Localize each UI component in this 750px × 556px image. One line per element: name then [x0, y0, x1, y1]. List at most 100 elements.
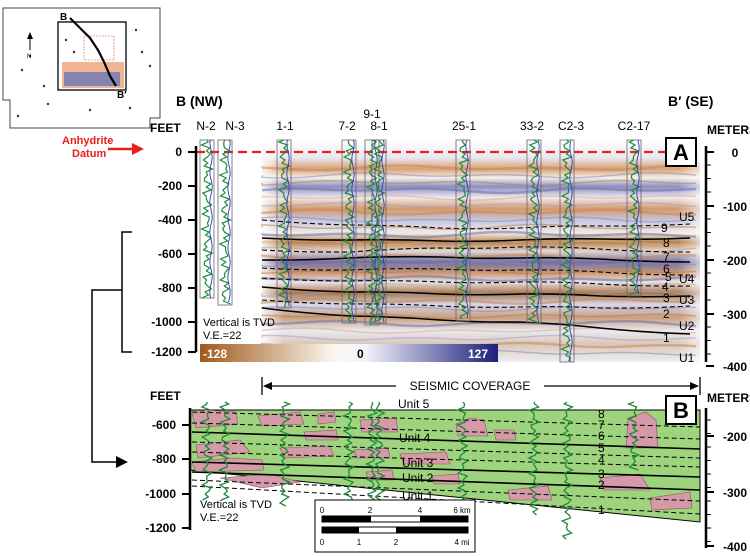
svg-text:B: B	[673, 398, 689, 423]
meter-tick-label-a: 0	[732, 146, 739, 160]
panel-a-note-line2: V.E.=22	[203, 330, 241, 342]
seismic-reflector	[261, 313, 697, 320]
horizon-number-a: 8	[663, 236, 670, 250]
seismic-reflector	[261, 305, 697, 313]
north-arrow-icon: N	[27, 32, 33, 60]
horizon-line-a	[261, 255, 691, 263]
well-label: N-2	[196, 119, 216, 133]
horizon-line-b	[191, 471, 701, 491]
seismic-reflector	[261, 290, 697, 297]
well-log-b	[526, 401, 541, 516]
well-label: C2-3	[558, 119, 584, 133]
meter-tick-label-b: -300	[723, 486, 747, 500]
north-label: N	[27, 54, 31, 60]
panel-a-note-line1: Vertical is TVD	[203, 317, 275, 329]
horizon-number-b: 4	[598, 453, 605, 467]
feet-tick-label-a: 0	[175, 145, 182, 159]
scale-mi-label: 2	[394, 538, 399, 547]
meter-tick-label-a: -300	[723, 308, 747, 322]
sand-bodies	[191, 409, 693, 511]
inset-map: N B B′	[2, 7, 161, 129]
sand-body	[625, 411, 659, 449]
unit-label-a: U4	[679, 272, 695, 286]
sand-body	[303, 429, 339, 441]
scale-km-label: 0	[320, 506, 325, 515]
scale-km-label: 4	[418, 506, 423, 515]
panel-a-horizons	[261, 219, 691, 335]
unit-label-a: U2	[679, 319, 695, 333]
well-label: 9-1	[363, 107, 381, 121]
scale-km-label: 6 km	[453, 506, 471, 515]
seismic-reflector	[261, 246, 697, 253]
horizon-line-a	[261, 299, 691, 309]
horizon-line-b	[191, 485, 701, 515]
sand-body	[507, 485, 553, 501]
unit-label-a: U3	[679, 293, 695, 307]
horizon-line-a	[261, 246, 691, 253]
feet-tick-label-a: -200	[158, 179, 182, 193]
sand-body	[191, 457, 265, 473]
seismic-reflector	[261, 201, 697, 209]
feet-tick-label-b: -800	[152, 452, 176, 466]
well-label: C2-17	[618, 119, 651, 133]
scale-mi-label: 0	[320, 538, 325, 547]
horizon-number-b: 6	[598, 429, 605, 443]
well-label: 1-1	[276, 119, 294, 133]
resistivity-log	[636, 139, 640, 295]
seismic-reflector	[260, 319, 697, 328]
horizon-line-a	[261, 277, 691, 287]
seismic-reflector	[261, 268, 697, 275]
sand-body	[257, 411, 305, 427]
horizon-number-b: 8	[598, 407, 605, 421]
seismic-reflector	[260, 208, 696, 216]
horizon-line-a	[261, 237, 691, 243]
horizon-number-a: 5	[665, 270, 672, 284]
seismic-reflector	[261, 179, 696, 187]
horizon-number-b: 3	[598, 467, 605, 481]
scale-mi-label: 1	[357, 538, 362, 547]
sand-body	[493, 429, 517, 441]
horizon-number-a: 2	[663, 307, 670, 321]
horizon-number-a: 4	[662, 280, 669, 294]
horizon-number-b: 7	[598, 418, 605, 432]
well-log-b	[341, 401, 356, 507]
sand-body	[317, 411, 337, 425]
feet-tick-label-b: -600	[152, 418, 176, 432]
resistivity-log	[351, 139, 355, 323]
resistivity-log	[286, 139, 290, 307]
feet-tick-label-a: -600	[158, 247, 182, 261]
well-label: 25-1	[452, 119, 476, 133]
well-label: 33-2	[520, 119, 544, 133]
horizon-number-a: 1	[663, 331, 670, 345]
seismic-reflector	[261, 194, 697, 202]
scale-mi-label: 4 mi	[454, 538, 469, 547]
resistivity-log	[227, 139, 231, 303]
meter-tick-label-b: -400	[723, 540, 747, 554]
meter-tick-label-a: -100	[723, 200, 747, 214]
horizon-number-a: 7	[663, 250, 670, 264]
horizon-number-a: 9	[661, 221, 668, 235]
panel-b-note-line1: Vertical is TVD	[200, 499, 272, 511]
seismic-reflector	[261, 282, 697, 290]
gamma-log	[372, 139, 386, 323]
seismic-reflector	[261, 261, 697, 268]
seismic-reflector	[260, 164, 696, 172]
well-log-b	[199, 401, 214, 501]
gamma-log	[199, 139, 214, 299]
meter-tick-label-b: -200	[723, 430, 747, 444]
horizon-number-a: 3	[663, 291, 670, 305]
unit-label-b: Unit 4	[399, 431, 431, 445]
horizon-line-b	[191, 411, 701, 428]
feet-tick-label-a: -1000	[151, 315, 182, 329]
colorbar-min: -128	[203, 347, 227, 361]
seismic-reflector	[261, 334, 697, 342]
seismic-reflector	[261, 239, 697, 246]
sand-body	[431, 473, 461, 485]
gamma-log	[342, 139, 356, 323]
resistivity-log	[465, 139, 469, 319]
colorbar-max: 127	[468, 347, 488, 361]
inset-label-b-prime: B′	[117, 90, 127, 101]
well-log-b	[560, 401, 575, 540]
